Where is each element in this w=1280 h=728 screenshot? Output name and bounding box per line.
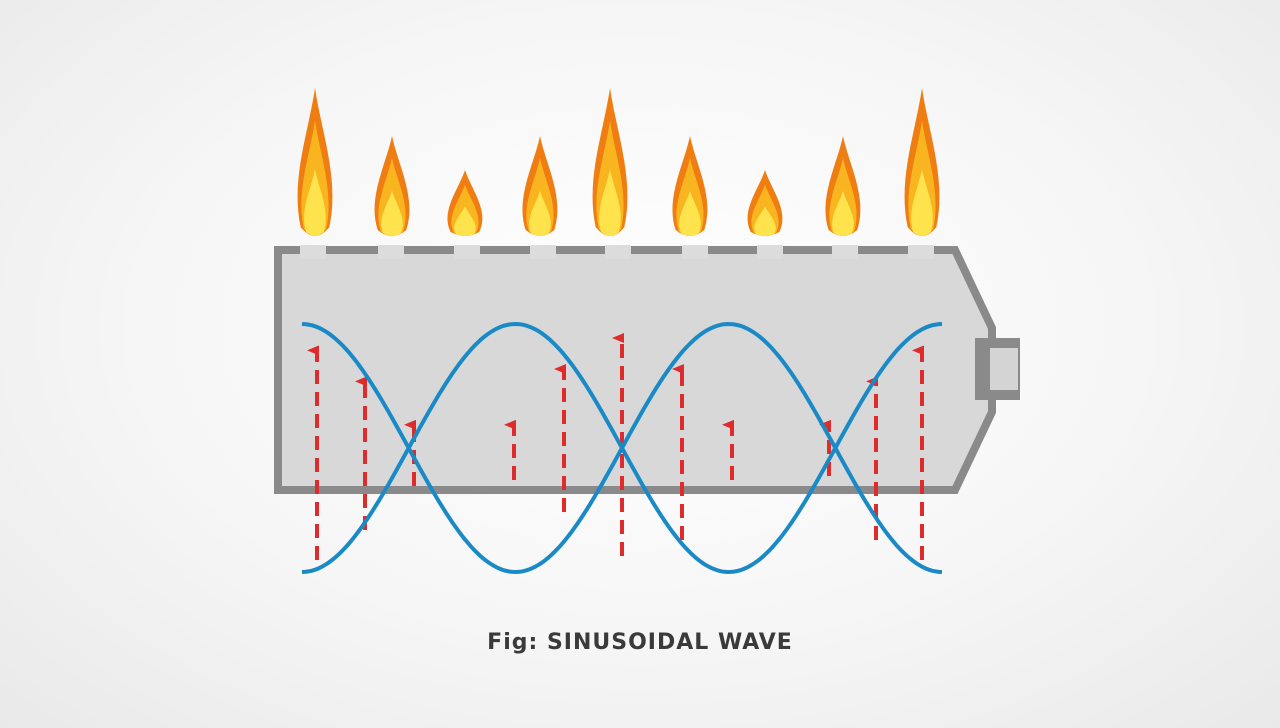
- flame-icon: [592, 88, 628, 236]
- inverted-sine-wave: [301, 321, 943, 575]
- tube-slot: [682, 245, 708, 259]
- flame-icon: [672, 136, 708, 236]
- tube-slot: [832, 245, 858, 259]
- flame-icon: [447, 170, 483, 236]
- tube: [274, 246, 1020, 494]
- tube-slot: [757, 245, 783, 259]
- tube-slot: [300, 245, 326, 259]
- tube-body: [274, 246, 996, 494]
- flame-icon: [825, 136, 861, 236]
- tube-slot: [378, 245, 404, 259]
- tube-slot: [908, 245, 934, 259]
- flame-icon: [904, 88, 940, 236]
- tube-top-slots: [300, 245, 934, 259]
- tube-slot: [605, 245, 631, 259]
- flame-icon: [297, 88, 333, 236]
- tube-slot: [530, 245, 556, 259]
- flame-icon: [374, 136, 410, 236]
- flames: [297, 88, 940, 236]
- waves: [301, 321, 943, 575]
- tube-slot: [454, 245, 480, 259]
- flame-icon: [747, 170, 783, 236]
- figure-caption: Fig: SINUSOIDAL WAVE: [487, 630, 793, 655]
- flame-icon: [522, 136, 558, 236]
- tube-end-cap-inner: [990, 348, 1018, 390]
